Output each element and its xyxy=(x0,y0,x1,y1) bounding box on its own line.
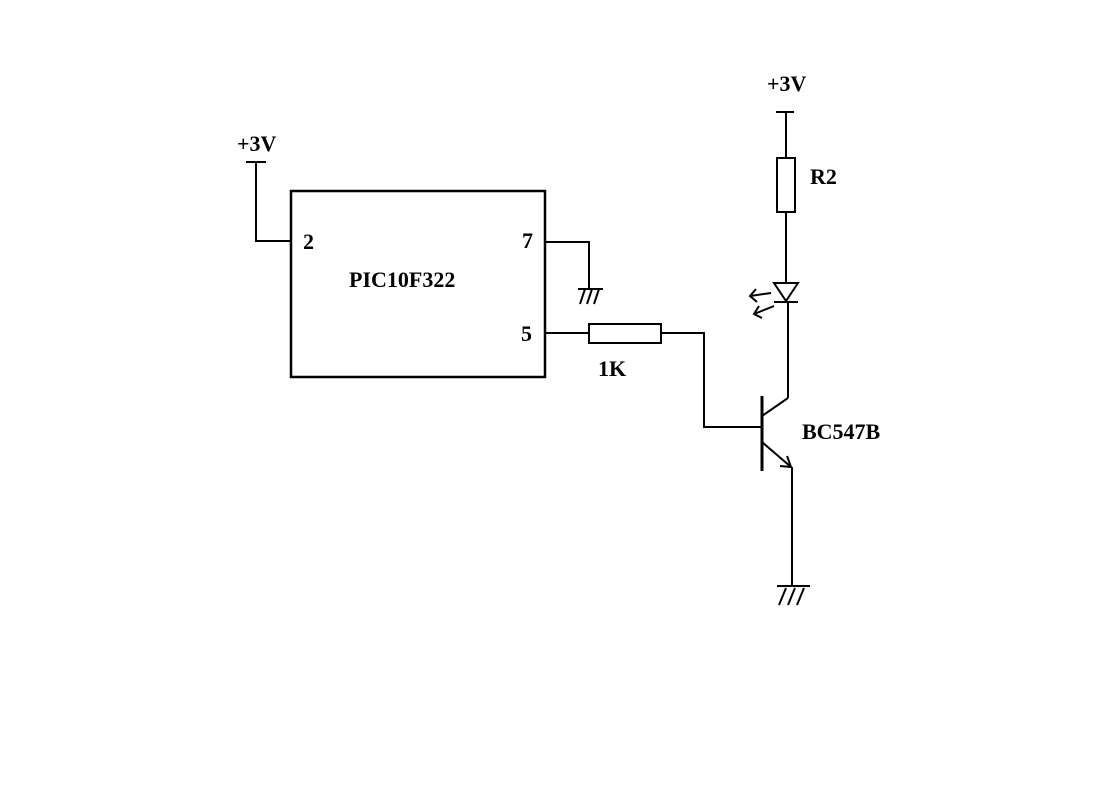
mcu-pin-out-label: 5 xyxy=(521,321,532,346)
base-resistor-label: 1K xyxy=(598,356,626,381)
led-emission-arrows-icon xyxy=(748,288,775,319)
led-supply-label: +3V xyxy=(767,71,807,96)
led-supply: +3V R2 xyxy=(767,71,837,283)
base-wire xyxy=(661,332,762,428)
mcu-ground-wire xyxy=(545,241,590,289)
mcu-ground-connection xyxy=(545,241,603,305)
led-resistor xyxy=(776,157,796,213)
transistor-collector-leg xyxy=(761,397,789,417)
base-resistor xyxy=(588,323,662,344)
mcu-supply-label: +3V xyxy=(237,131,277,156)
mcu-ground-symbol xyxy=(578,288,603,305)
led-resistor-label: R2 xyxy=(810,164,837,189)
mcu-supply-wire xyxy=(255,162,291,242)
mcu-body xyxy=(289,189,547,379)
npn-transistor: BC547B xyxy=(760,396,881,471)
transistor-emitter-leg xyxy=(761,441,792,468)
emitter-ground-connection xyxy=(777,467,810,606)
mcu-pin-vdd-label: 2 xyxy=(303,229,314,254)
led-triangle xyxy=(772,282,800,303)
mcu-pin-gnd-label: 7 xyxy=(522,228,533,253)
transistor-part-label: BC547B xyxy=(802,419,881,444)
emitter-ground-symbol xyxy=(777,585,810,606)
base-drive: 1K xyxy=(545,323,762,428)
mcu-supply: +3V xyxy=(237,131,291,242)
led-diode xyxy=(748,282,800,398)
mcu-part-label: PIC10F322 xyxy=(349,267,455,292)
mcu-chip: PIC10F322 2 7 5 xyxy=(289,189,547,379)
